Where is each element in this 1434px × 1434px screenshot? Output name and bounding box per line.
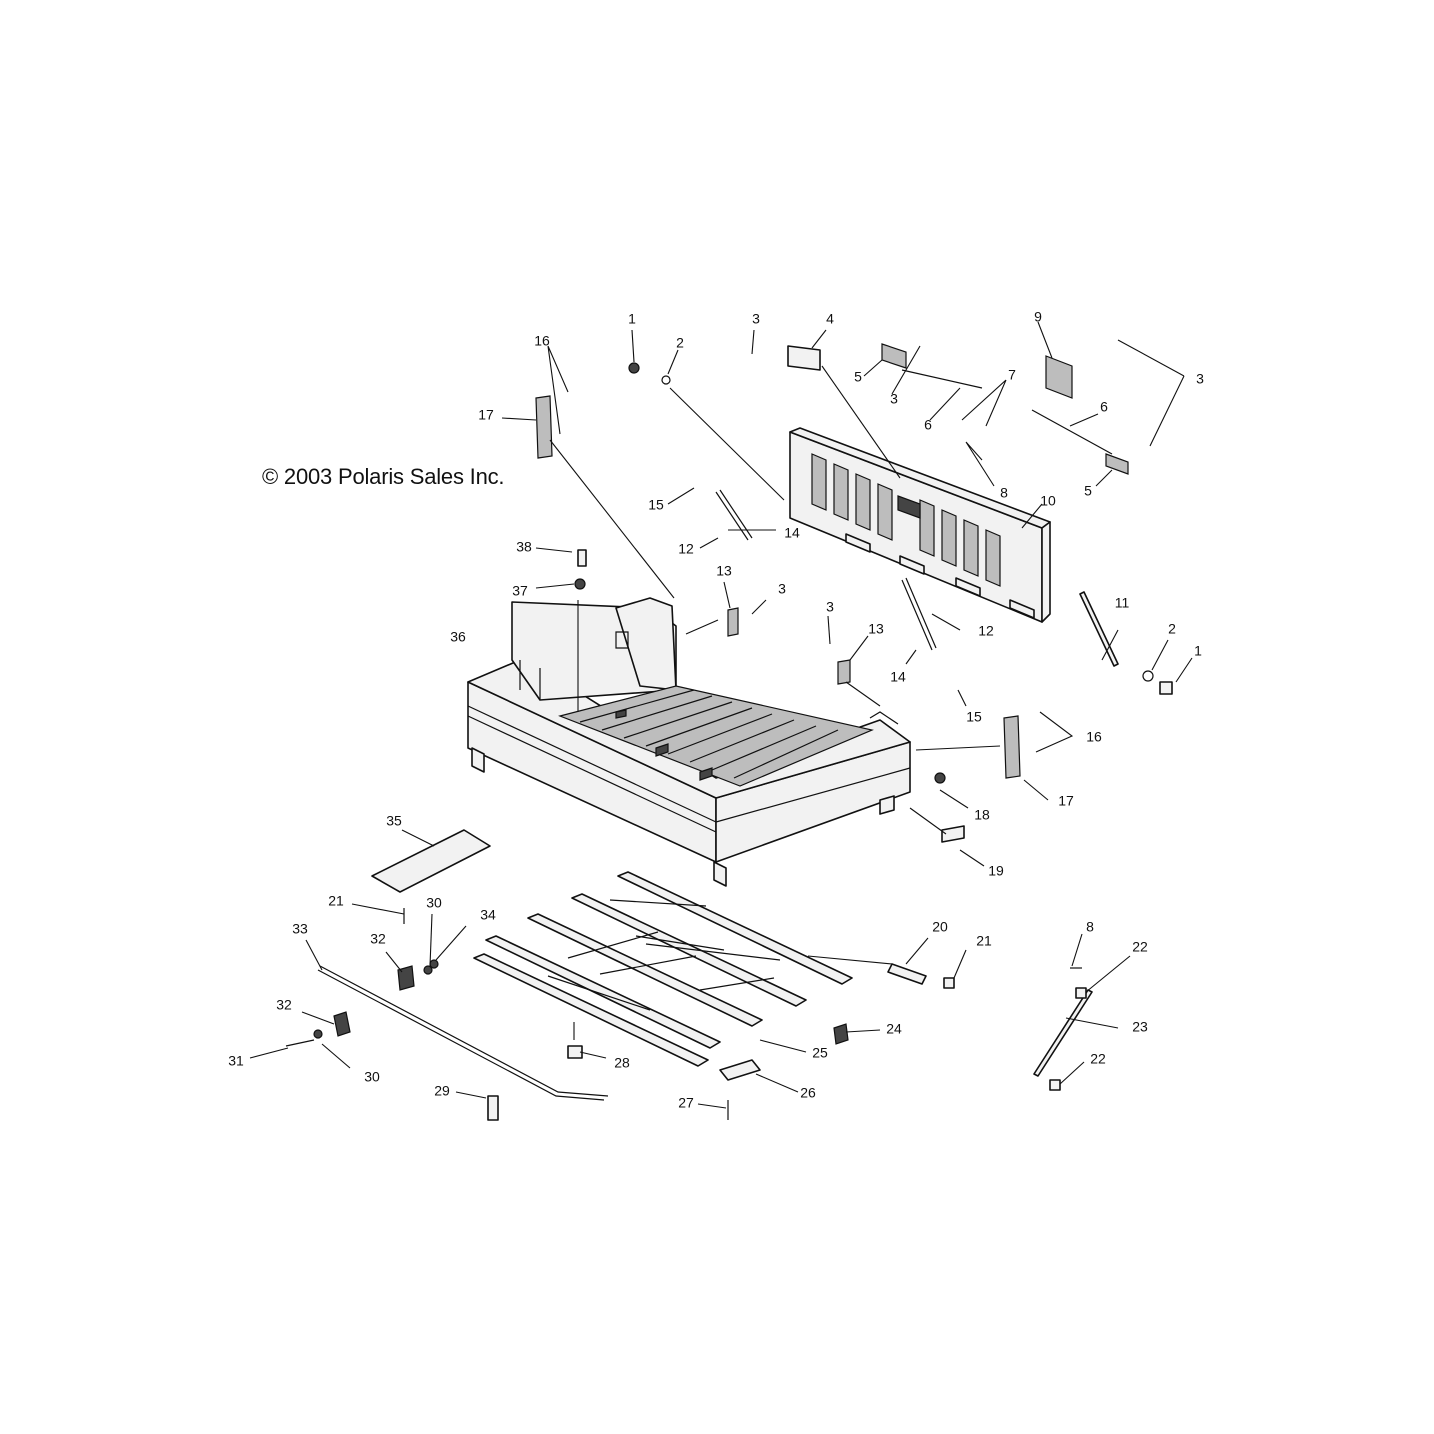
callout-c8a: 8 (1000, 485, 1008, 501)
frame (473, 871, 853, 1067)
callout-c8b: 8 (1086, 919, 1094, 935)
callout-c16b: 16 (1086, 729, 1102, 745)
callout-c37: 37 (512, 583, 528, 599)
hardware (285, 343, 1173, 1121)
callout-c4: 4 (826, 311, 834, 327)
callout-c29: 29 (434, 1083, 450, 1099)
callout-c5b: 5 (1084, 483, 1092, 499)
callout-c6b: 6 (1100, 399, 1108, 415)
callout-c19: 19 (988, 863, 1004, 879)
callout-c18: 18 (974, 807, 990, 823)
callout-c14b: 14 (890, 669, 906, 685)
callout-c11: 11 (1115, 595, 1130, 611)
callout-c3a: 3 (752, 311, 760, 327)
callout-c27: 27 (678, 1095, 694, 1111)
callout-c2b: 2 (1168, 621, 1176, 637)
callout-c30a: 30 (426, 895, 442, 911)
leader-lines (249, 321, 1193, 1109)
callout-c36: 36 (450, 629, 466, 645)
callout-c9: 9 (1034, 309, 1042, 325)
callout-c30b: 30 (364, 1069, 380, 1085)
callout-c13b: 13 (868, 621, 884, 637)
callout-c32b: 32 (276, 997, 292, 1013)
callout-c17b: 17 (1058, 793, 1074, 809)
callout-c38: 38 (516, 539, 532, 555)
callout-c33: 33 (292, 921, 308, 937)
callout-c1b: 1 (1194, 643, 1202, 659)
callout-c25: 25 (812, 1045, 828, 1061)
callout-c22b: 22 (1090, 1051, 1106, 1067)
callout-c31: 31 (228, 1053, 244, 1069)
copyright-notice: © 2003 Polaris Sales Inc. (262, 464, 505, 489)
callout-c3e: 3 (826, 599, 834, 615)
callout-c7: 7 (1008, 367, 1016, 383)
callout-c23: 23 (1132, 1019, 1148, 1035)
tailgate (789, 427, 1051, 623)
callout-c3c: 3 (1196, 371, 1204, 387)
callout-c3b: 3 (890, 391, 898, 407)
callout-c3d: 3 (778, 581, 786, 597)
callout-c12a: 12 (678, 541, 694, 557)
callout-c15a: 15 (648, 497, 664, 513)
callout-c17a: 17 (478, 407, 494, 423)
callout-c28: 28 (614, 1055, 630, 1071)
callout-c15b: 15 (966, 709, 982, 725)
cargo-box (467, 597, 911, 887)
callout-c6a: 6 (924, 417, 932, 433)
callout-c34: 34 (480, 907, 496, 923)
callout-c22a: 22 (1132, 939, 1148, 955)
callout-c32a: 32 (370, 931, 386, 947)
callout-c16a: 16 (534, 333, 550, 349)
callout-c12b: 12 (978, 623, 994, 639)
callout-c21b: 21 (976, 933, 992, 949)
callout-c20: 20 (932, 919, 948, 935)
callout-c21a: 21 (328, 893, 344, 909)
callout-c14a: 14 (784, 525, 800, 541)
callout-c13a: 13 (716, 563, 732, 579)
callout-c10: 10 (1040, 493, 1056, 509)
callout-c2a: 2 (676, 335, 684, 351)
callout-c1a: 1 (628, 311, 636, 327)
callout-c5a: 5 (854, 369, 862, 385)
callout-c26: 26 (800, 1085, 816, 1101)
callout-c35: 35 (386, 813, 402, 829)
callout-c24: 24 (886, 1021, 902, 1037)
